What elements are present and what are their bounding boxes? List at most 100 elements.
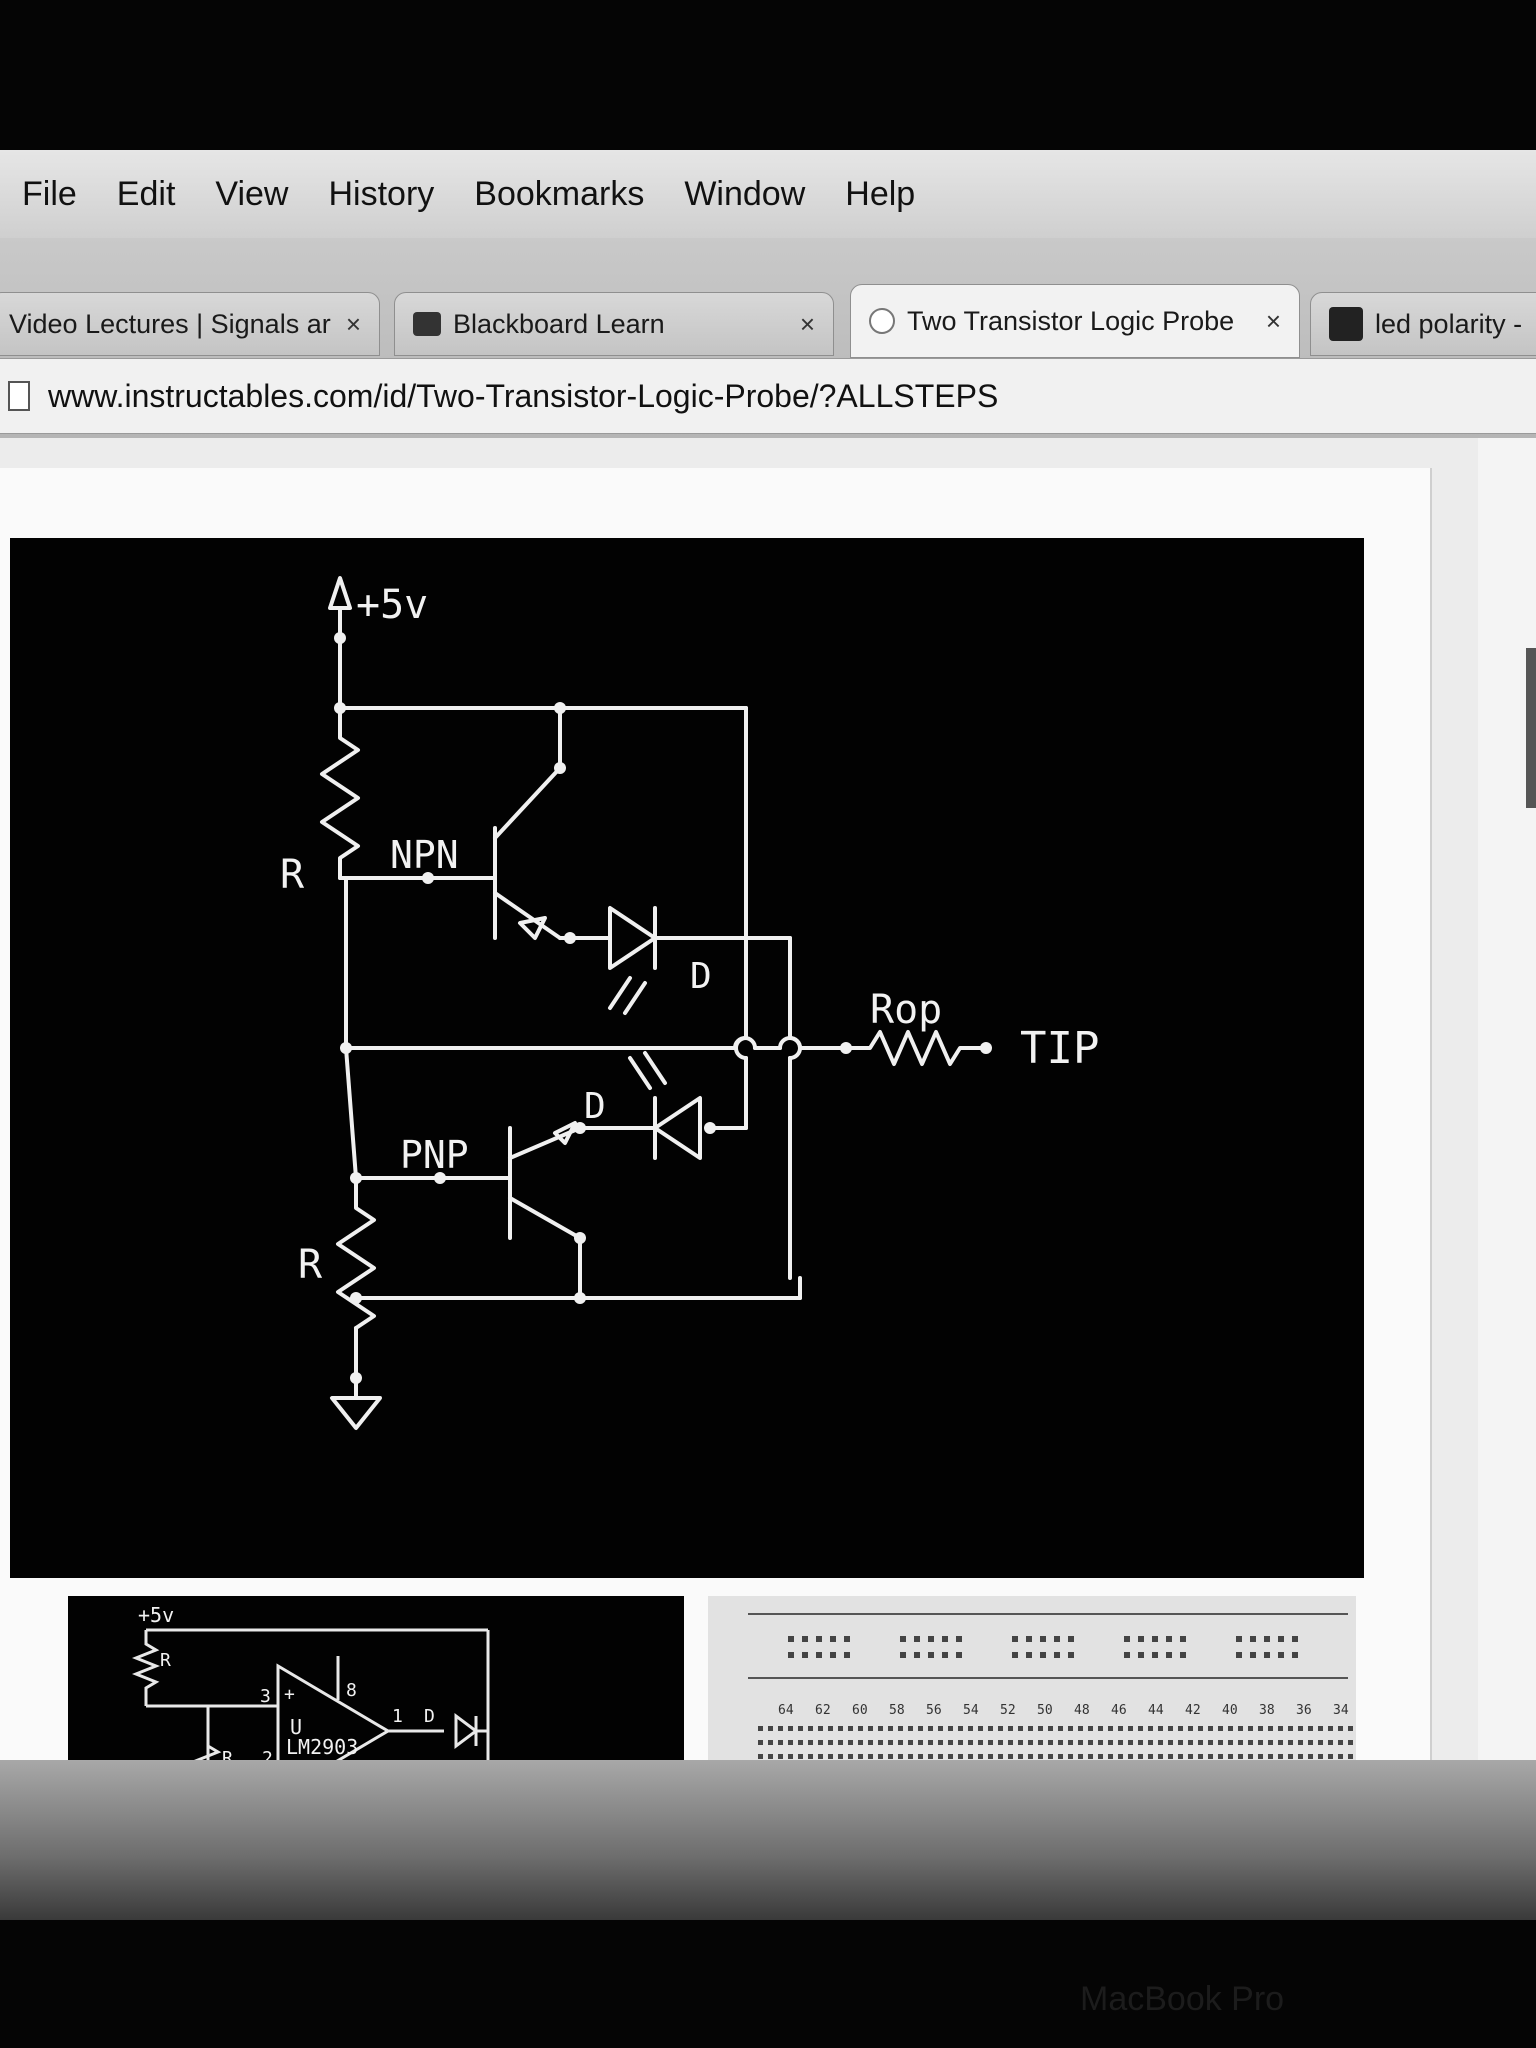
breadboard-hole [758,1740,763,1745]
breadboard-hole [816,1636,822,1642]
breadboard-hole [1218,1726,1223,1731]
tab-blackboard[interactable]: Blackboard Learn × [394,292,834,356]
address-bar[interactable]: www.instructables.com/id/Two-Transistor-… [0,358,1536,434]
tip-label: TIP [1020,1023,1099,1074]
breadboard-hole [848,1740,853,1745]
breadboard-hole [908,1726,913,1731]
breadboard-hole [1038,1740,1043,1745]
breadboard-hole [1128,1740,1133,1745]
thumb-pin8: 8 [346,1680,357,1701]
breadboard-hole [758,1726,763,1731]
breadboard-hole [968,1740,973,1745]
breadboard-hole [1068,1726,1073,1731]
breadboard-hole [1108,1726,1113,1731]
blackboard-icon [413,312,441,336]
breadboard-hole [1118,1740,1123,1745]
breadboard-hole [1048,1726,1053,1731]
breadboard-hole [1298,1740,1303,1745]
breadboard-column-number: 52 [1000,1703,1016,1718]
breadboard-hole [1054,1636,1060,1642]
breadboard-hole [1238,1740,1243,1745]
breadboard-hole [1338,1726,1343,1731]
thumbnail-comparator-circuit[interactable]: +5v R R U LM2903 3 8 1 2 4 D + − [68,1596,684,1760]
breadboard-column-number: 46 [1111,1703,1127,1718]
tab-led-polarity[interactable]: led polarity - [1310,292,1536,356]
breadboard-hole [1008,1740,1013,1745]
sidebar-image[interactable] [1526,648,1536,808]
breadboard-hole [1138,1740,1143,1745]
breadboard-hole [958,1726,963,1731]
breadboard-hole [768,1726,773,1731]
breadboard-hole [1088,1726,1093,1731]
breadboard-hole [1318,1754,1323,1759]
breadboard-hole [788,1740,793,1745]
schematic-image[interactable]: +5v R NPN D Rop TIP D PNP R [10,538,1364,1578]
desk-surface [0,1760,1536,1920]
breadboard-hole [1098,1740,1103,1745]
menu-help[interactable]: Help [845,174,916,213]
menu-view[interactable]: View [215,174,289,213]
breadboard-hole [1292,1636,1298,1642]
breadboard-hole [848,1754,853,1759]
page-icon [8,381,30,411]
breadboard-hole [808,1726,813,1731]
breadboard-hole [1028,1740,1033,1745]
breadboard-hole [1298,1726,1303,1731]
close-icon[interactable]: × [1265,305,1281,336]
breadboard-hole [1158,1726,1163,1731]
breadboard-hole [1188,1754,1193,1759]
tab-video-lectures[interactable]: Video Lectures | Signals ar × [0,292,380,356]
breadboard-hole [942,1652,948,1658]
breadboard-hole [1218,1754,1223,1759]
breadboard-hole [1108,1754,1113,1759]
menu-history[interactable]: History [328,174,435,213]
schematic-svg: +5v R NPN D Rop TIP D PNP R [280,576,1099,1430]
breadboard-hole [1008,1726,1013,1731]
thumb-plus: + [284,1684,295,1705]
close-icon[interactable]: × [345,308,361,339]
breadboard-hole [1152,1636,1158,1642]
breadboard-hole [888,1740,893,1745]
breadboard-hole [1040,1636,1046,1642]
breadboard-hole [1348,1754,1353,1759]
breadboard-hole [1108,1740,1113,1745]
breadboard-hole [1180,1652,1186,1658]
menu-window[interactable]: Window [684,174,806,213]
breadboard-column-number: 48 [1074,1703,1090,1718]
breadboard-hole [1250,1636,1256,1642]
breadboard-column-number: 38 [1259,1703,1275,1718]
breadboard-hole [956,1636,962,1642]
breadboard-hole [1118,1726,1123,1731]
breadboard-hole [1238,1754,1243,1759]
menu-file[interactable]: File [22,174,77,213]
breadboard-hole [830,1652,836,1658]
breadboard-hole [1278,1754,1283,1759]
breadboard-hole [968,1726,973,1731]
thumb-pin1: 1 [392,1706,403,1727]
breadboard-hole [1188,1726,1193,1731]
breadboard-hole [808,1754,813,1759]
tab-label: led polarity - [1375,308,1523,339]
breadboard-hole [1278,1652,1284,1658]
tab-logic-probe[interactable]: Two Transistor Logic Probe × [850,284,1300,358]
breadboard-hole [928,1726,933,1731]
close-icon[interactable]: × [799,308,815,339]
breadboard-column-number: 56 [926,1703,942,1718]
breadboard-hole [1018,1740,1023,1745]
breadboard-hole [868,1726,873,1731]
breadboard-column-number: 34 [1333,1703,1349,1718]
menu-edit[interactable]: Edit [116,174,176,213]
url-text[interactable]: www.instructables.com/id/Two-Transistor-… [48,377,999,414]
breadboard-hole [1078,1726,1083,1731]
breadboard-hole [848,1726,853,1731]
menu-bookmarks[interactable]: Bookmarks [474,174,645,213]
breadboard-hole [878,1754,883,1759]
breadboard-hole [928,1652,934,1658]
breadboard-hole [798,1754,803,1759]
breadboard-hole [1228,1726,1233,1731]
breadboard-hole [1198,1740,1203,1745]
breadboard-hole [1158,1740,1163,1745]
breadboard-hole [1028,1754,1033,1759]
breadboard-hole [1308,1726,1313,1731]
